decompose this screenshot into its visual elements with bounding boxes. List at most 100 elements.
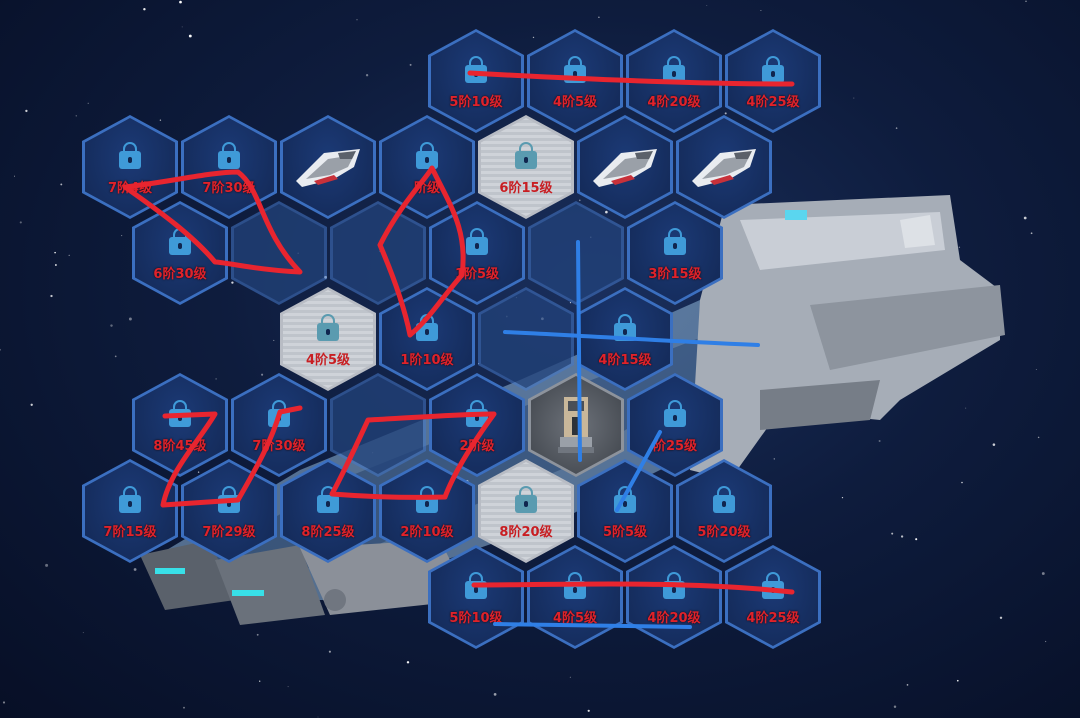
- star: [75, 115, 77, 117]
- hex-slot-locked[interactable]: 7阶4级: [82, 115, 178, 219]
- star: [956, 679, 959, 682]
- hex-slot-ship[interactable]: [676, 115, 772, 219]
- lock-icon: [663, 56, 685, 83]
- star: [328, 650, 331, 653]
- star: [706, 5, 708, 6]
- slot-unlock-requirement: 阶25级: [652, 439, 698, 454]
- slot-unlock-requirement: 4阶5级: [552, 95, 598, 110]
- hex-slot-item[interactable]: 8阶20级: [478, 459, 574, 563]
- hex-slot-blank: [330, 201, 426, 305]
- star: [110, 324, 113, 327]
- slot-unlock-requirement: 6阶30级: [153, 267, 207, 282]
- star: [181, 26, 183, 28]
- hex-slot-locked[interactable]: 7阶29级: [181, 459, 277, 563]
- star: [215, 378, 217, 380]
- slot-unlock-requirement: 4阶20级: [647, 95, 701, 110]
- star: [958, 246, 961, 248]
- hex-slot-locked[interactable]: 4阶20级: [626, 29, 722, 133]
- hex-slot-locked[interactable]: 4阶25级: [725, 29, 821, 133]
- lock-icon: [119, 142, 141, 169]
- lock-icon: [416, 314, 438, 341]
- hex-slot-locked[interactable]: 4阶25级: [725, 545, 821, 649]
- slot-unlock-requirement: 7阶30级: [252, 439, 306, 454]
- star: [2, 701, 6, 704]
- star: [992, 443, 996, 446]
- hex-slot-locked[interactable]: 5阶5级: [577, 459, 673, 563]
- hex-slot-locked[interactable]: 8阶45级: [132, 373, 228, 477]
- lock-icon: [466, 400, 488, 427]
- star: [915, 538, 918, 541]
- slot-unlock-requirement: 2阶10级: [400, 525, 454, 540]
- lock-icon: [762, 56, 784, 83]
- hex-slot-locked[interactable]: 4阶5级: [527, 545, 623, 649]
- slot-unlock-requirement: 4阶20级: [647, 611, 701, 626]
- star: [965, 407, 967, 409]
- hex-slot-core[interactable]: [528, 373, 624, 477]
- star: [50, 294, 53, 298]
- hex-slot-ship[interactable]: [577, 115, 673, 219]
- hex-slot-locked[interactable]: 阶25级: [627, 373, 723, 477]
- star: [961, 481, 963, 484]
- star: [317, 716, 319, 718]
- slot-unlock-requirement: 阶级: [413, 181, 440, 196]
- star: [188, 34, 192, 38]
- star: [68, 254, 70, 257]
- star: [159, 119, 162, 121]
- hex-slot-locked[interactable]: 5阶10级: [428, 545, 524, 649]
- hex-slot-ship[interactable]: [280, 115, 376, 219]
- hex-slot-face: [481, 290, 571, 388]
- star: [60, 183, 63, 186]
- spaceship-icon: [593, 149, 657, 187]
- hex-slot-locked[interactable]: 5阶20级: [676, 459, 772, 563]
- star: [13, 175, 16, 177]
- hex-slot-locked[interactable]: 5阶10级: [428, 29, 524, 133]
- star: [256, 633, 259, 636]
- hex-slot-locked[interactable]: 1阶5级: [429, 201, 525, 305]
- star: [760, 9, 762, 12]
- hex-slot-locked[interactable]: 7阶30级: [231, 373, 327, 477]
- hex-slot-locked[interactable]: 7阶15级: [82, 459, 178, 563]
- hex-slot-locked[interactable]: 2阶级: [429, 373, 525, 477]
- star: [54, 251, 56, 254]
- lock-icon: [614, 314, 636, 341]
- ship-forward-section: [690, 195, 1005, 480]
- star: [287, 686, 289, 688]
- hex-slot-locked[interactable]: 4阶20级: [626, 545, 722, 649]
- star: [1025, 0, 1027, 3]
- star: [231, 281, 234, 284]
- hex-slot-locked[interactable]: 1阶10级: [379, 287, 475, 391]
- slot-unlock-requirement: 5阶5级: [602, 525, 648, 540]
- slot-unlock-requirement: 7阶4级: [107, 181, 153, 196]
- star: [356, 19, 358, 21]
- star: [143, 7, 146, 11]
- star: [569, 302, 571, 304]
- star: [54, 264, 57, 266]
- hex-slot-locked[interactable]: 6阶30级: [132, 201, 228, 305]
- slot-unlock-requirement: 4阶25级: [746, 95, 800, 110]
- star: [724, 112, 727, 115]
- star: [365, 74, 369, 77]
- star: [1023, 216, 1027, 220]
- lock-icon: [515, 142, 537, 169]
- lock-icon: [119, 486, 141, 513]
- star: [183, 706, 185, 709]
- hex-slot-item[interactable]: 6阶15级: [478, 115, 574, 219]
- slot-unlock-requirement: 8阶20级: [499, 525, 553, 540]
- star: [569, 676, 571, 678]
- star: [261, 373, 264, 376]
- hex-slot-item[interactable]: 4阶5级: [280, 287, 376, 391]
- slot-unlock-requirement: 2阶级: [459, 439, 495, 454]
- hex-slot-locked[interactable]: 8阶25级: [280, 459, 376, 563]
- hex-slot-locked[interactable]: 2阶10级: [379, 459, 475, 563]
- hex-slot-locked[interactable]: 3阶15级: [627, 201, 723, 305]
- hex-slot-locked[interactable]: 4阶15级: [577, 287, 673, 391]
- slot-unlock-requirement: 3阶15级: [648, 267, 702, 282]
- lock-icon: [664, 228, 686, 255]
- lock-icon: [268, 400, 290, 427]
- hex-slot-locked[interactable]: 阶级: [379, 115, 475, 219]
- lock-icon: [465, 572, 487, 599]
- hex-slot-locked[interactable]: 7阶30级: [181, 115, 277, 219]
- hex-slot-locked[interactable]: 4阶5级: [527, 29, 623, 133]
- star: [82, 632, 84, 634]
- slot-unlock-requirement: 7阶30级: [202, 181, 256, 196]
